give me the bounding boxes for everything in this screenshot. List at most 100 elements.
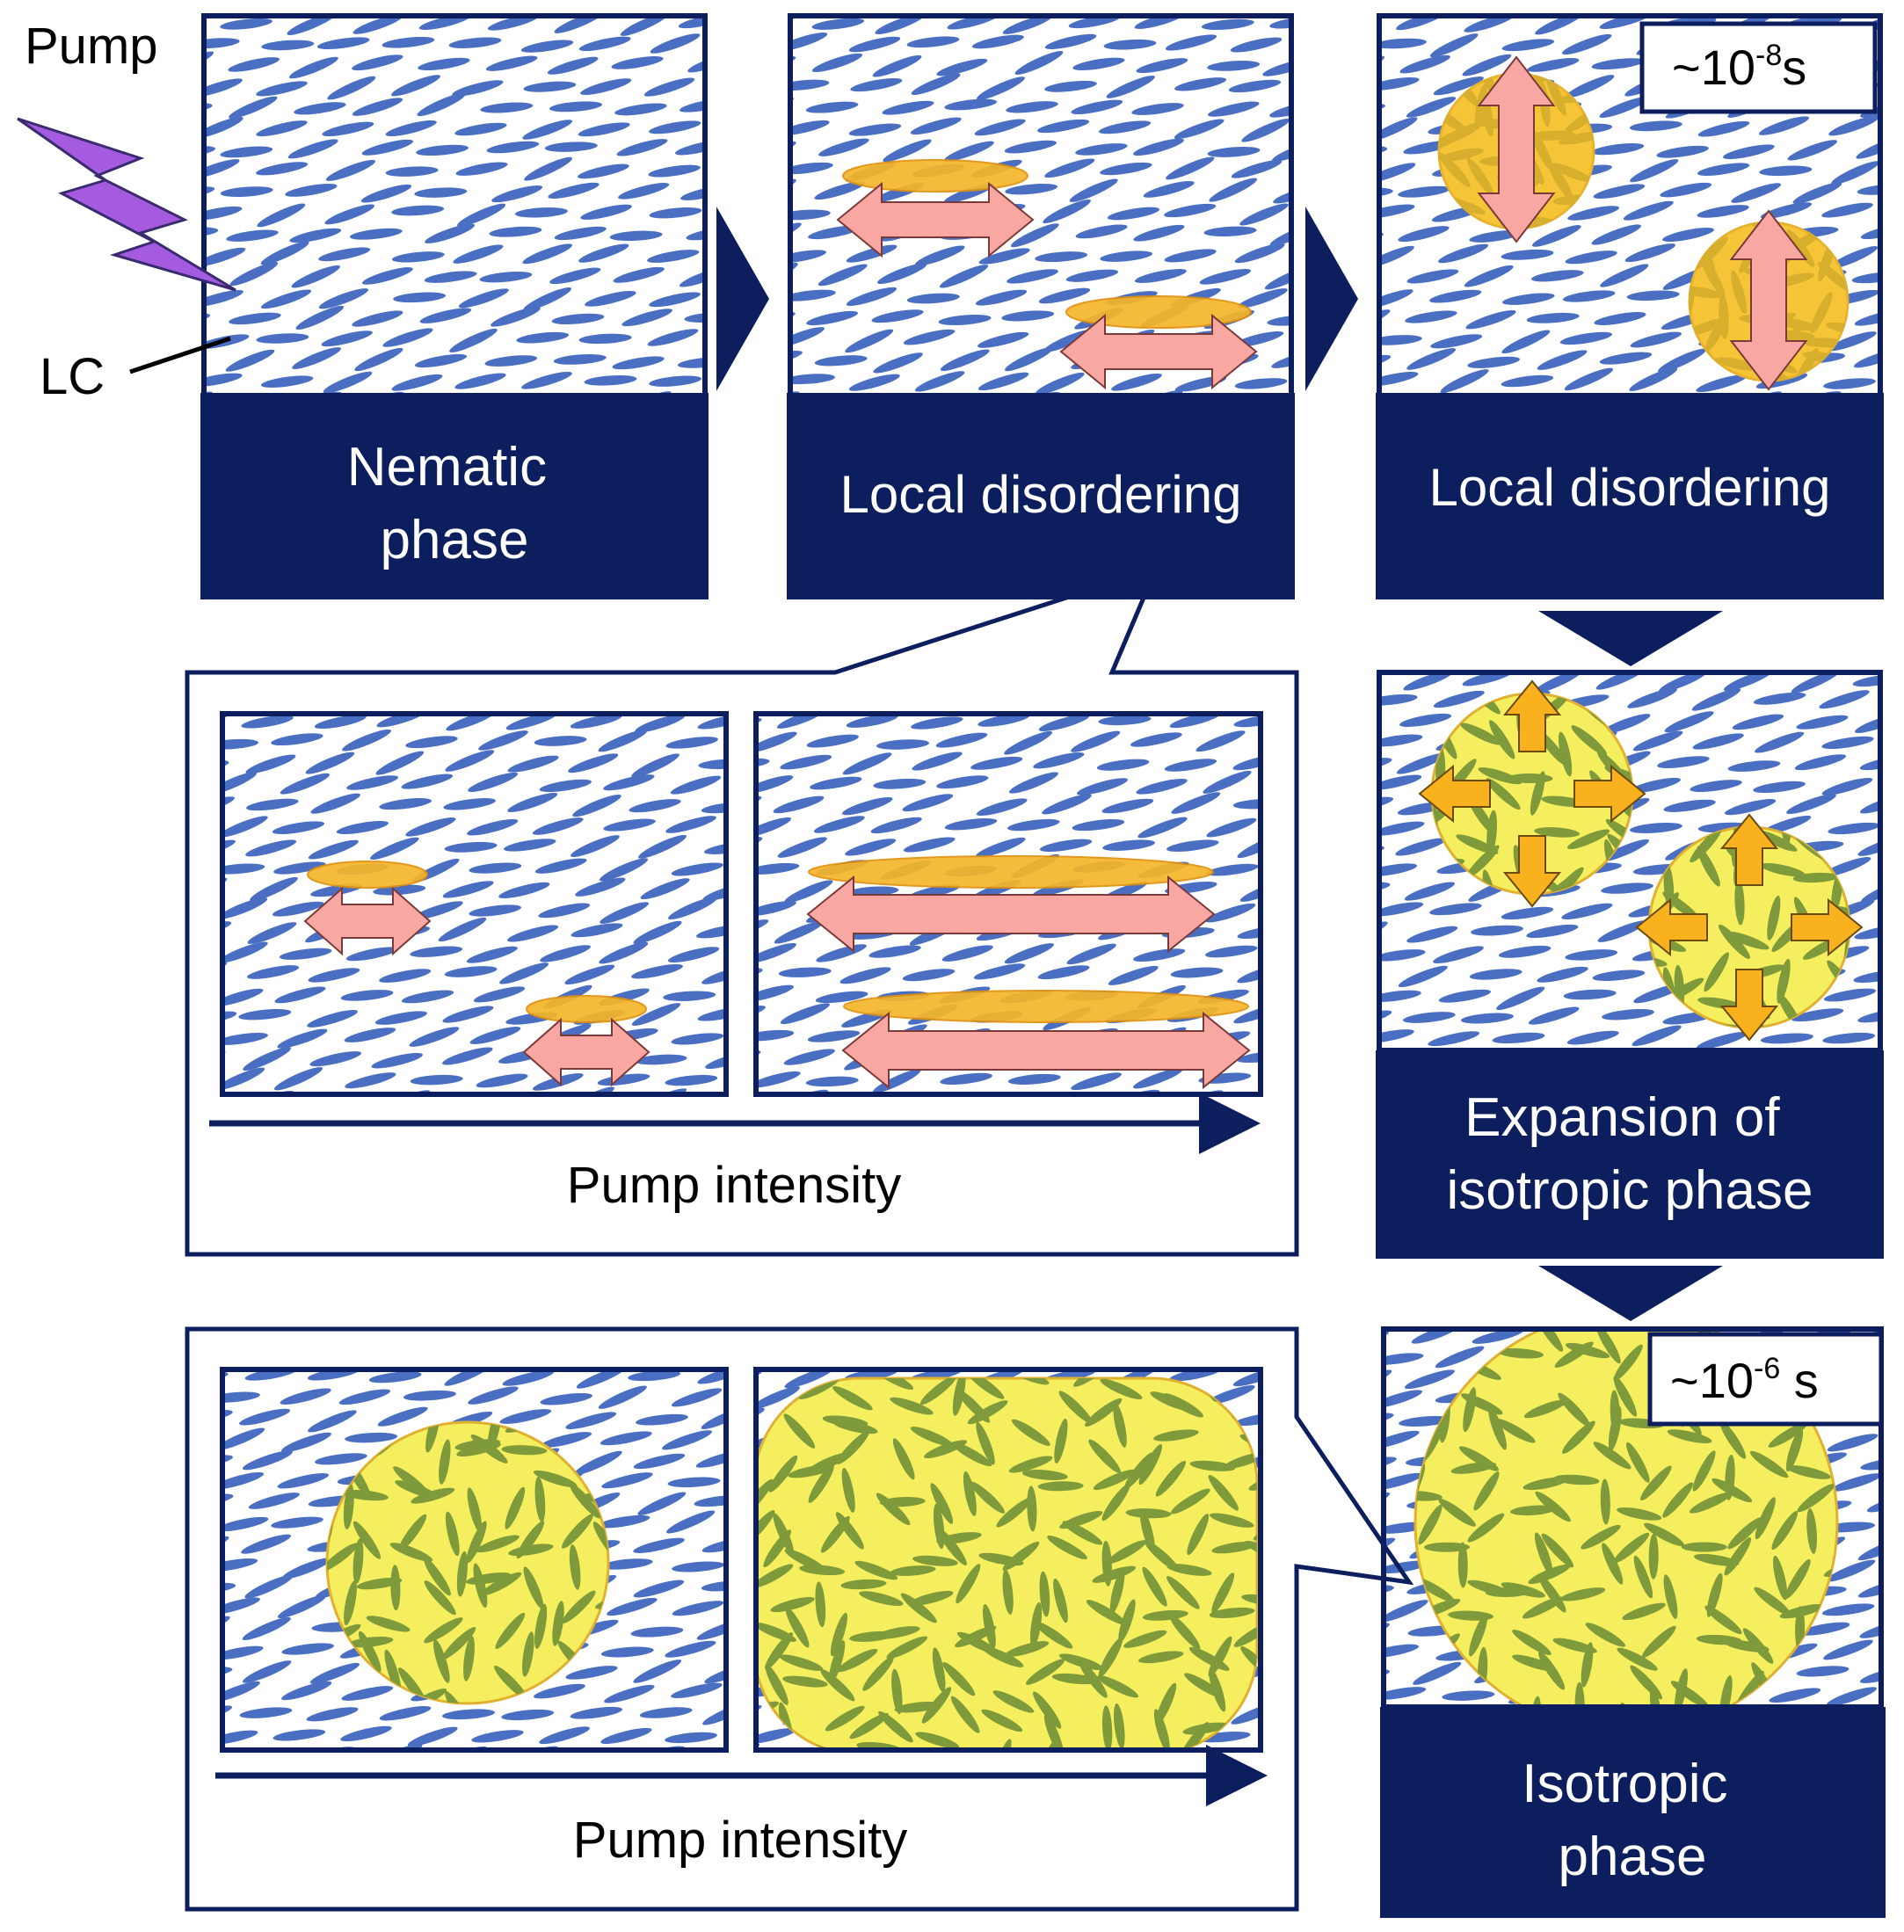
- lc-molecule: [1379, 863, 1418, 877]
- lc-molecule: [704, 1663, 726, 1684]
- lc-molecule: [345, 947, 398, 962]
- flow-arrow-2: [1305, 207, 1358, 391]
- lc-molecule: [1418, 1504, 1443, 1545]
- lc-molecule: [956, 1564, 981, 1604]
- lc-molecule: [701, 1580, 726, 1592]
- lc-molecule: [391, 205, 445, 216]
- lc-molecule: [469, 1027, 521, 1044]
- lc-molecule: [499, 1409, 552, 1424]
- lc-molecule: [697, 1369, 726, 1384]
- lc-molecule: [1026, 1659, 1065, 1685]
- lc-molecule: [371, 1052, 423, 1069]
- lc-molecule: [1379, 1029, 1414, 1043]
- lc-molecule: [1039, 839, 1093, 852]
- lc-molecule: [842, 752, 892, 775]
- lc-molecule: [630, 1626, 684, 1638]
- lc-molecule: [1261, 1551, 1315, 1576]
- lc-molecule: [471, 1730, 524, 1743]
- lc-molecule: [702, 882, 726, 901]
- lc-molecule: [836, 1430, 869, 1464]
- lc-molecule: [876, 1493, 911, 1526]
- lc-molecule: [635, 714, 686, 733]
- lc-molecule: [308, 1410, 357, 1433]
- lc-molecule: [1379, 204, 1415, 219]
- lc-molecule: [1411, 1329, 1462, 1344]
- lc-molecule: [1071, 1072, 1122, 1091]
- lc-molecule: [1753, 781, 1806, 794]
- lc-molecule: [1823, 1639, 1873, 1660]
- lc-molecule: [1093, 1469, 1136, 1491]
- lc-molecule: [424, 1580, 456, 1616]
- lc-molecule: [939, 265, 989, 288]
- lc-molecule: [1205, 903, 1256, 923]
- lc-molecule: [344, 1028, 396, 1042]
- lc-molecule: [770, 1596, 815, 1613]
- lc-molecule: [1435, 1346, 1485, 1369]
- lc-molecule: [1261, 1682, 1314, 1709]
- lc-molecule: [777, 837, 827, 858]
- lc-molecule: [1165, 34, 1217, 51]
- lc-molecule: [1136, 778, 1188, 795]
- lc-molecule: [1885, 157, 1904, 183]
- lc-molecule: [1033, 752, 1085, 769]
- lc-molecule: [352, 1538, 364, 1585]
- lc-molecule: [1768, 1421, 1808, 1448]
- lc-molecule: [1114, 1703, 1125, 1749]
- lc-molecule: [814, 355, 868, 367]
- lc-molecule: [598, 730, 648, 752]
- lc-molecule: [1268, 853, 1320, 881]
- lc-molecule: [491, 307, 541, 327]
- lc-molecule: [575, 877, 626, 897]
- lc-molecule: [665, 1074, 718, 1086]
- lc-molecule: [599, 941, 649, 964]
- lc-molecule: [701, 802, 726, 814]
- lc-molecule: [1433, 946, 1484, 964]
- lc-molecule: [1406, 348, 1457, 370]
- lc-molecule: [1629, 367, 1678, 392]
- lc-molecule: [1088, 1439, 1122, 1474]
- lc-molecule: [1531, 225, 1581, 247]
- inset-low-arrow-2: [522, 1017, 650, 1087]
- lc-molecule: [1004, 943, 1055, 964]
- lc-molecule: [1384, 1644, 1420, 1658]
- lc-molecule: [463, 1636, 475, 1681]
- lc-molecule: [983, 1603, 996, 1650]
- lc-molecule: [1831, 1473, 1881, 1492]
- lc-molecule: [1037, 119, 1090, 134]
- lc-molecule: [981, 1709, 1023, 1732]
- lc-molecule: [628, 1370, 680, 1382]
- lc-molecule: [424, 271, 477, 283]
- lc-molecule: [828, 1640, 846, 1685]
- lc-molecule: [1773, 1555, 1788, 1601]
- lc-molecule: [418, 57, 470, 71]
- lc-molecule: [859, 1591, 904, 1606]
- lc-molecule: [909, 1590, 954, 1606]
- lc-molecule: [846, 714, 898, 728]
- lc-molecule: [944, 98, 998, 111]
- lc-molecule: [1704, 952, 1729, 992]
- lc-molecule: [306, 1707, 359, 1722]
- lc-molecule: [534, 1603, 548, 1649]
- lc-molecule: [1806, 1507, 1817, 1554]
- lc-molecule: [1379, 734, 1423, 747]
- lc-molecule: [455, 162, 508, 176]
- lc-molecule: [815, 1581, 826, 1628]
- lc-molecule: [522, 1631, 534, 1677]
- lc-molecule: [1264, 1071, 1318, 1089]
- lc-molecule: [1859, 755, 1880, 771]
- lc-molecule: [701, 1537, 726, 1553]
- lc-molecule: [1696, 374, 1748, 393]
- lc-molecule: [1237, 833, 1261, 859]
- lc-molecule: [911, 73, 961, 95]
- inset-top-low-field: [222, 714, 726, 1094]
- lc-molecule: [1893, 772, 1904, 794]
- lc-molecule: [1617, 1507, 1662, 1521]
- lc-molecule: [806, 310, 859, 326]
- lc-molecule: [1406, 269, 1459, 284]
- expand-left-1: [1418, 764, 1491, 824]
- lc-molecule: [890, 1397, 934, 1415]
- lc-molecule: [1429, 289, 1482, 303]
- lc-molecule: [1760, 862, 1806, 877]
- lc-molecule: [1429, 903, 1482, 916]
- lc-molecule: [1467, 356, 1520, 368]
